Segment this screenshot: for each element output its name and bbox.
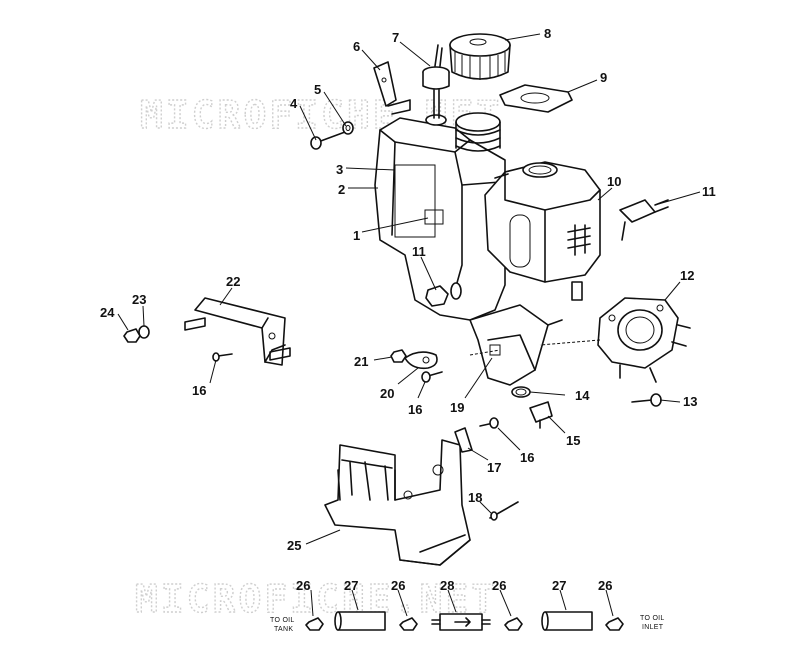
callout-11-upper: 11 — [702, 184, 716, 199]
callout-26-d: 26 — [598, 578, 612, 593]
fitting-11-upper — [619, 199, 669, 241]
callout-19: 19 — [450, 400, 464, 415]
callout-12: 12 — [680, 268, 694, 283]
screw-4 — [310, 131, 346, 150]
leader-lines — [117, 33, 701, 617]
callout-4: 4 — [290, 96, 298, 111]
callout-26-c: 26 — [492, 578, 506, 593]
callout-27-a: 27 — [344, 578, 358, 593]
callout-13: 13 — [683, 394, 697, 409]
callout-15: 15 — [566, 433, 580, 448]
screw-16-center — [421, 371, 443, 383]
mount-bracket — [324, 439, 471, 566]
oil-pump — [597, 297, 691, 383]
callout-24: 24 — [100, 305, 115, 320]
callout-17: 17 — [487, 460, 501, 475]
nut-21 — [390, 349, 407, 363]
callout-26-b: 26 — [391, 578, 405, 593]
callout-labels: 1 2 3 4 5 6 7 8 9 10 11 11 12 13 14 15 1… — [100, 26, 716, 593]
callout-9: 9 — [600, 70, 607, 85]
to-oil-tank-line2: TANK — [274, 626, 293, 633]
clamp-20 — [404, 351, 438, 370]
callout-26-a: 26 — [296, 578, 310, 593]
dipstick — [422, 44, 450, 119]
gasket — [499, 84, 573, 113]
to-oil-inlet-line1: TO OIL — [640, 615, 665, 622]
callout-18: 18 — [468, 490, 482, 505]
left-bracket — [184, 297, 291, 366]
to-oil-tank-line1: TO OIL — [270, 617, 295, 624]
callout-16-center: 16 — [408, 402, 422, 417]
callout-1: 1 — [353, 228, 360, 243]
to-oil-inlet-line2: INLET — [642, 624, 664, 631]
tank-cap — [449, 33, 511, 80]
callout-23: 23 — [132, 292, 146, 307]
callout-6: 6 — [353, 39, 360, 54]
nut-24 — [123, 328, 141, 343]
tank-bracket — [469, 304, 563, 386]
callout-7: 7 — [392, 30, 399, 45]
screw-16-right — [479, 417, 499, 429]
callout-8: 8 — [544, 26, 551, 41]
screw-13 — [631, 393, 662, 407]
screw-16-left — [212, 352, 233, 362]
callout-16-left: 16 — [192, 383, 206, 398]
callout-10: 10 — [607, 174, 621, 189]
bottom-line-parts — [305, 611, 624, 631]
callout-25: 25 — [287, 538, 301, 553]
reservoir — [484, 161, 601, 301]
callout-11-lower: 11 — [412, 244, 426, 259]
callout-14: 14 — [575, 388, 590, 403]
callout-20: 20 — [380, 386, 394, 401]
watermark-bottom: MICROFICHE.NET — [135, 577, 497, 621]
callout-28: 28 — [440, 578, 454, 593]
small-bracket — [373, 61, 411, 115]
fitting-15 — [529, 401, 553, 429]
callout-5: 5 — [314, 82, 321, 97]
callout-27-b: 27 — [552, 578, 566, 593]
callout-3: 3 — [336, 162, 343, 177]
tie-18 — [489, 501, 519, 521]
callout-2: 2 — [338, 182, 345, 197]
nut-11-lower — [425, 282, 462, 307]
callout-22: 22 — [226, 274, 240, 289]
clamp-14 — [511, 386, 531, 398]
bottom-text-labels: TO OIL TANK TO OIL INLET — [270, 615, 665, 633]
callout-21: 21 — [354, 354, 368, 369]
oil-tank — [374, 112, 506, 321]
callout-16-right: 16 — [520, 450, 534, 465]
